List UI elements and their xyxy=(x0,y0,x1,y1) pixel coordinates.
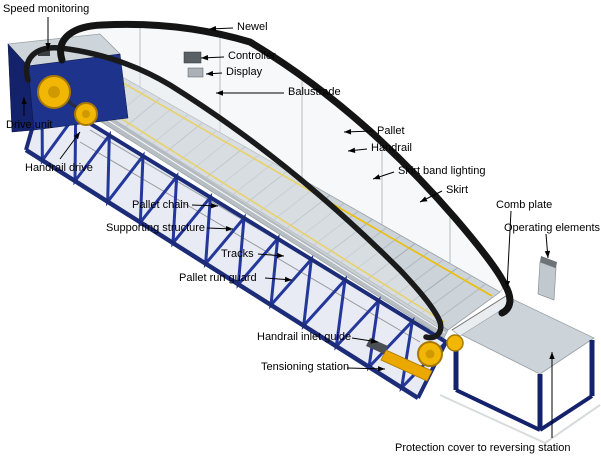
landing-base-rail xyxy=(538,394,594,432)
label-handrail-inlet-guide: Handrail inlet guide xyxy=(257,331,352,343)
comb-junction xyxy=(451,295,507,331)
label-skirt: Skirt xyxy=(446,184,468,196)
label-protection-cover: Protection cover to reversing station xyxy=(395,442,571,454)
label-balustrade: Balustrade xyxy=(288,86,341,98)
label-pallet: Pallet xyxy=(377,125,405,137)
truss-top-chord xyxy=(40,92,448,344)
floor-edge xyxy=(439,394,546,444)
tension-sheave-hub xyxy=(425,349,435,359)
operating-panel-post xyxy=(537,261,557,301)
handrail-far xyxy=(57,20,514,317)
truss-bottom-chord xyxy=(24,148,420,400)
landing-base-rail xyxy=(455,388,541,432)
speed-monitoring-sensor xyxy=(38,48,50,56)
pallet-chain-line xyxy=(79,141,421,343)
label-comb-plate: Comb plate xyxy=(496,199,553,211)
label-newel: Newel xyxy=(237,21,268,33)
label-pallet-run-guard: Pallet run guard xyxy=(179,272,257,284)
controller-box xyxy=(183,51,202,64)
label-tensioning-station: Tensioning station xyxy=(261,361,350,373)
skirt-band-light-strip xyxy=(43,79,446,334)
tension-wheel xyxy=(446,334,464,352)
label-tracks: Tracks xyxy=(221,248,254,260)
lower-landing xyxy=(439,256,601,444)
leader-comb-plate xyxy=(506,210,512,289)
handrail-drive-hub xyxy=(82,110,90,118)
display-box xyxy=(187,67,204,78)
label-speed-monitoring: Speed monitoring xyxy=(3,3,90,15)
drive-sheave-hub xyxy=(48,86,60,98)
label-supporting-structure: Supporting structure xyxy=(106,222,206,234)
supporting-truss xyxy=(24,92,448,400)
tension-frame xyxy=(380,349,433,382)
operating-panel-face xyxy=(540,256,557,268)
drive-station-side xyxy=(27,53,129,131)
pallet-demarcation-far xyxy=(79,57,493,297)
leader-lines xyxy=(21,17,555,438)
label-operating-elements: Operating elements xyxy=(504,222,600,234)
label-display: Display xyxy=(226,66,263,78)
floor-edge xyxy=(544,404,601,444)
label-controller: Controller xyxy=(228,50,276,62)
label-skirt-band-lighting: Skirt band lighting xyxy=(398,165,486,177)
label-drive-unit: Drive unit xyxy=(6,119,53,131)
label-pallet-chain: Pallet chain xyxy=(132,199,189,211)
label-handrail: Handrail xyxy=(371,142,412,154)
label-handrail-drive: Handrail drive xyxy=(25,162,93,174)
